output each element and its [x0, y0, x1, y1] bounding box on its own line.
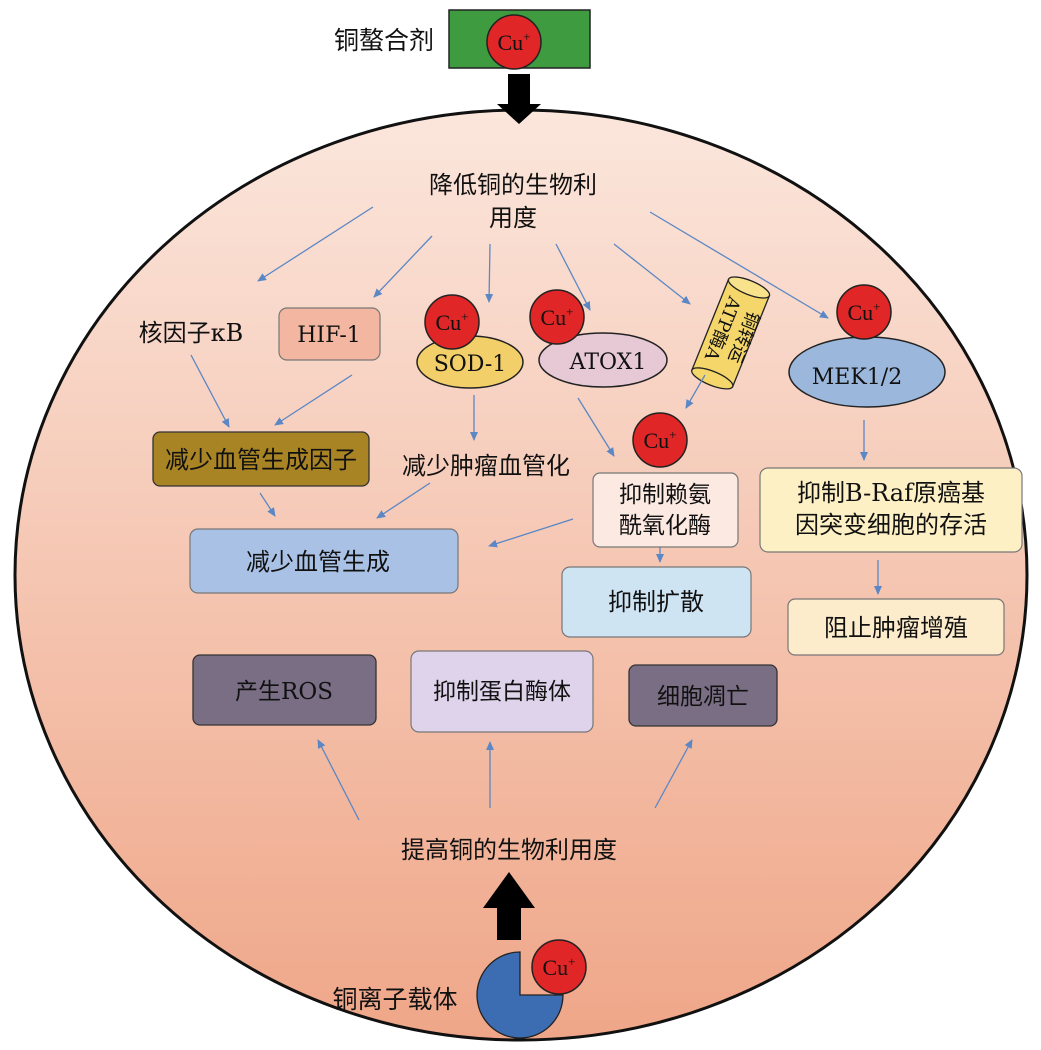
- hif1-box: [278, 307, 381, 361]
- proteasome-label: 抑制蛋白酶体: [433, 679, 571, 705]
- reduce-factor-box: [152, 431, 370, 487]
- apoptosis-label: 细胞凋亡: [657, 684, 749, 710]
- svg-text:Cu+: Cu+: [497, 29, 530, 55]
- arrows-from-increase: [317, 739, 693, 821]
- svg-text:Cu+: Cu+: [540, 304, 573, 330]
- ros-label: 产生ROS: [235, 679, 333, 705]
- ros-box: [192, 654, 377, 726]
- hif1-label: HIF-1: [297, 323, 361, 348]
- reduce-factor-label: 减少血管生成因子: [165, 446, 357, 474]
- inhibit-braf-box: [759, 467, 1023, 553]
- cu-ion-atox1: Cu+: [529, 289, 585, 345]
- cu-ion-mek: Cu+: [836, 284, 892, 340]
- chelator-entry-arrow: [497, 74, 541, 124]
- reduce-angio-box: [189, 528, 459, 594]
- ionophore-label: 铜离子载体: [332, 985, 457, 1014]
- block-tumor-label: 阻止肿瘤增殖: [824, 614, 968, 642]
- reduce-angio-label: 减少血管生成: [246, 548, 390, 576]
- apoptosis-box: [628, 664, 778, 727]
- inhibit-spread-label: 抑制扩散: [608, 588, 704, 616]
- reduce-tumor-vasc-label: 减少肿瘤血管化: [402, 452, 570, 480]
- inhibit-lox-box: [592, 472, 739, 548]
- inhibit-lox-label-2: 酰氧化酶: [619, 513, 711, 539]
- inhibit-lox-label-1: 抑制赖氨: [619, 482, 711, 508]
- cu-ion-sod1: Cu+: [424, 294, 480, 350]
- cu-ion-free: Cu+: [632, 412, 688, 468]
- svg-text:Cu+: Cu+: [847, 299, 880, 325]
- inhibit-braf-label-1: 抑制B-Raf原癌基: [797, 479, 985, 507]
- reduce-bioavailability-label: 降低铜的生物利: [429, 171, 597, 199]
- atox1-label: ATOX1: [569, 350, 647, 375]
- inhibit-braf-label-2: 因突变细胞的存活: [795, 511, 987, 539]
- svg-text:Cu+: Cu+: [542, 954, 575, 980]
- nfkb-label: 核因子κB: [139, 319, 244, 347]
- chelator-label: 铜螯合剂: [334, 26, 434, 55]
- block-tumor-box: [787, 598, 1005, 656]
- ionophore-shape: [476, 951, 564, 1039]
- reduce-bioavailability-label-2: 用度: [489, 204, 537, 232]
- inhibit-spread-box: [561, 566, 752, 638]
- arrows-from-reduce: [257, 206, 829, 319]
- ionophore-entry-arrow: [483, 872, 535, 940]
- mek-label: MEK1/2: [812, 365, 902, 390]
- proteasome-box: [410, 650, 594, 733]
- cu-ion-ionophore: Cu+: [531, 939, 587, 995]
- atox1-ellipse: [538, 332, 668, 388]
- sod1-label: SOD-1: [434, 352, 507, 377]
- arrows-middle: [190, 354, 882, 595]
- increase-bioavailability-label: 提高铜的生物利用度: [401, 836, 617, 864]
- svg-text:Cu+: Cu+: [435, 309, 468, 335]
- cu-ion-chelator: Cu+: [486, 14, 542, 70]
- svg-text:Cu+: Cu+: [643, 427, 676, 453]
